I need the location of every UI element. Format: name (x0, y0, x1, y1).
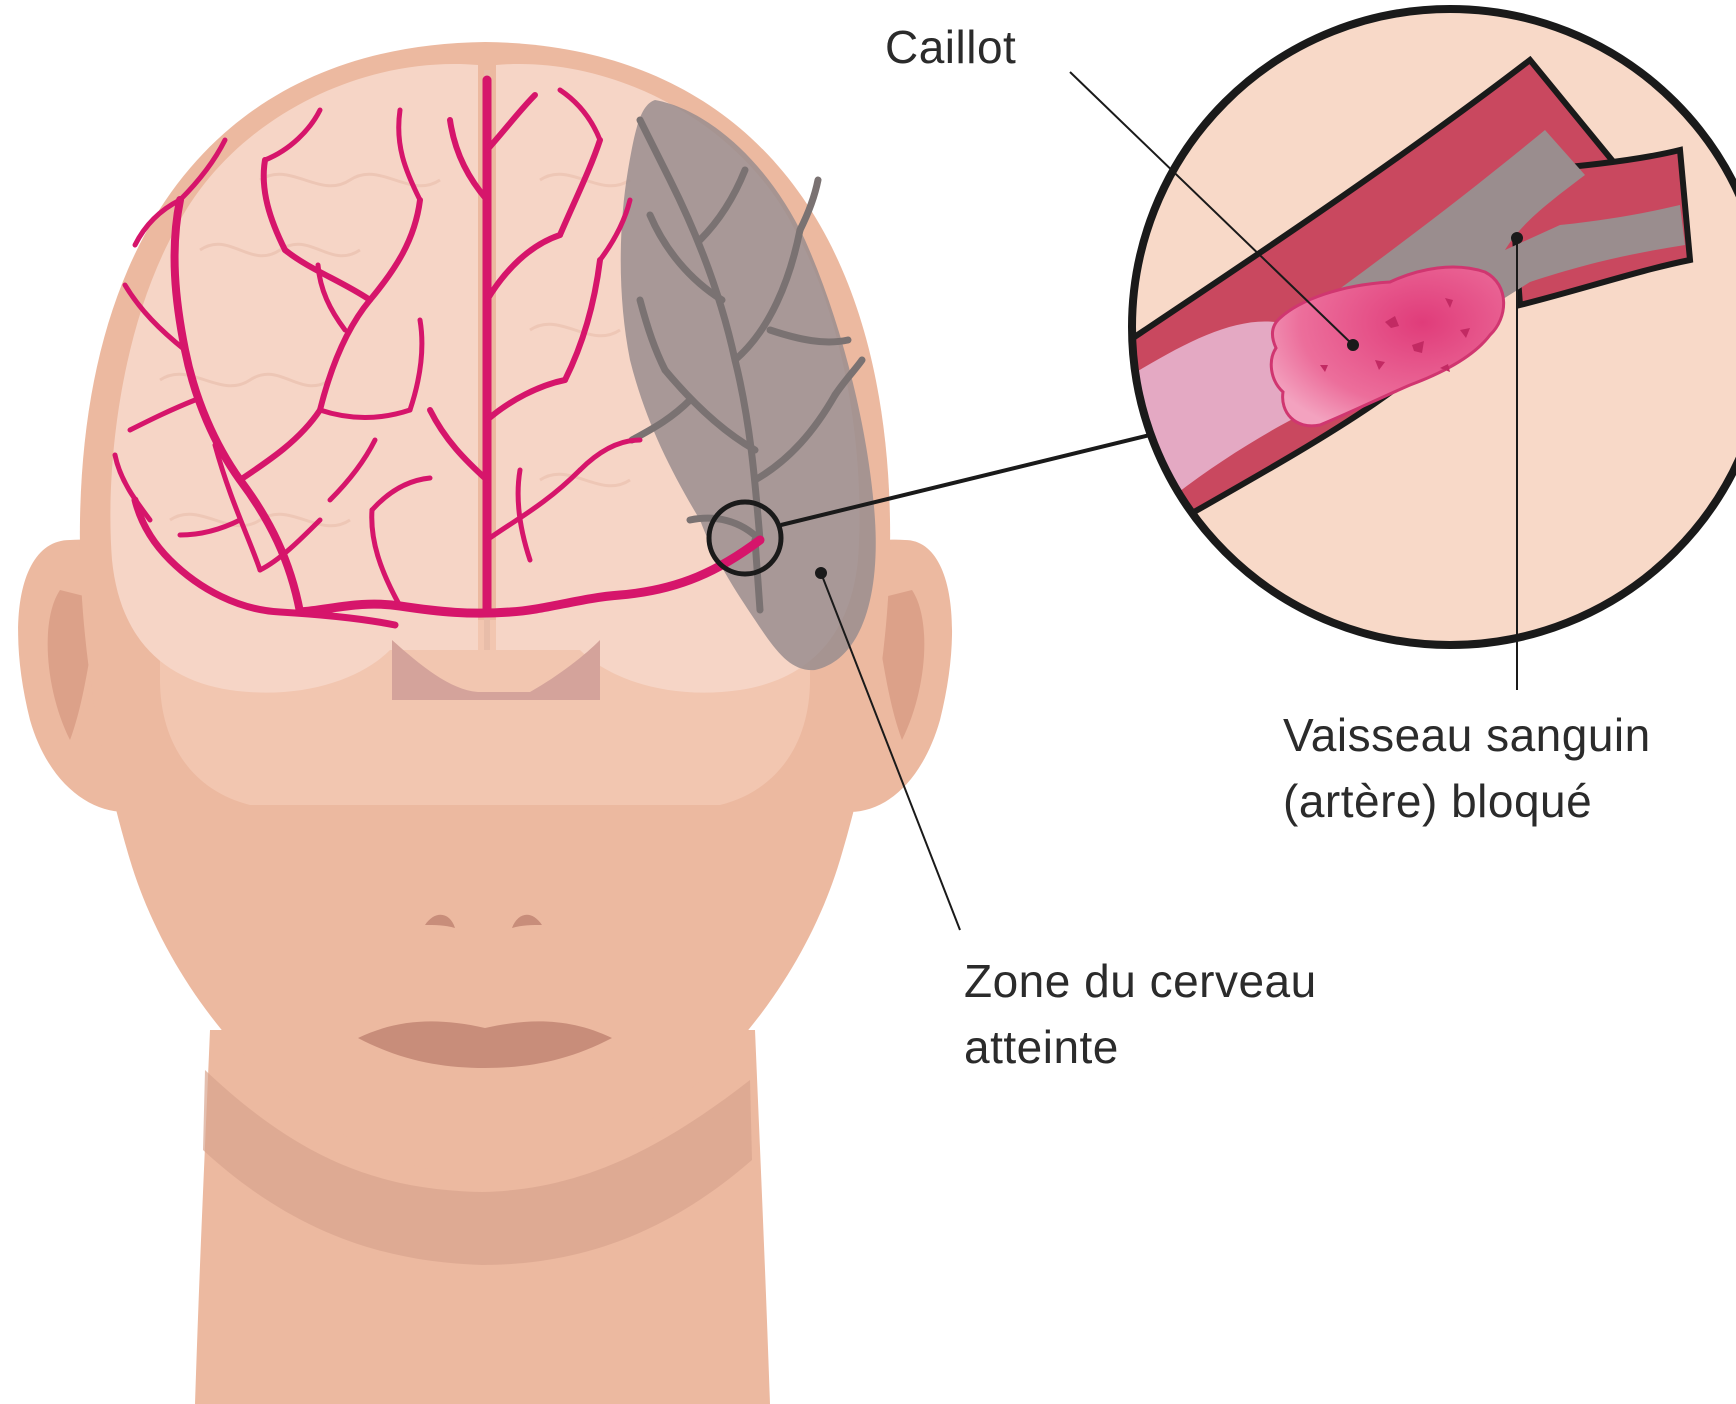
blocked-vessel-label: Vaisseau sanguin (artère) bloqué (1283, 702, 1651, 834)
blocked-vessel-label-line2: (artère) bloqué (1283, 768, 1651, 834)
clot-label: Caillot (885, 14, 1016, 80)
affected-zone-label: Zone du cerveau atteinte (964, 948, 1317, 1080)
blocked-vessel-label-line1: Vaisseau sanguin (1283, 702, 1651, 768)
affected-zone-label-line2: atteinte (964, 1014, 1317, 1080)
magnifier-circle (1100, 9, 1736, 645)
affected-zone-label-line1: Zone du cerveau (964, 948, 1317, 1014)
